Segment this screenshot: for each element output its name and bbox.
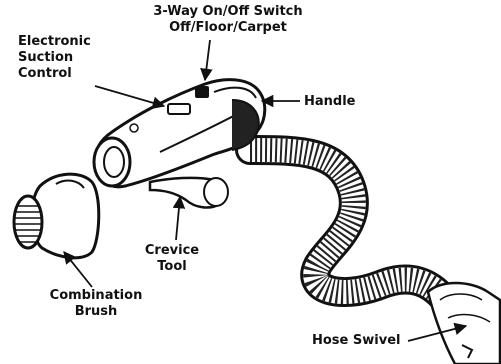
switch-label: 3-Way On/Off Switch Off/Floor/Carpet xyxy=(112,4,344,36)
brush-label-line1: Combination xyxy=(30,288,162,304)
suction-leader xyxy=(95,86,164,106)
handle-label: Handle xyxy=(304,94,356,110)
hose xyxy=(250,150,445,300)
brush-label-line2: Brush xyxy=(30,304,162,320)
switch-leader xyxy=(205,40,210,80)
suction-control-label: Electronic Suction Control xyxy=(18,34,91,82)
combination-brush xyxy=(14,174,99,258)
hose-swivel xyxy=(428,283,500,364)
crevice-label-line2: Tool xyxy=(132,259,212,275)
nozzle-opening xyxy=(94,138,130,186)
suction-label-line1: Electronic xyxy=(18,34,91,50)
switch-label-line2: Off/Floor/Carpet xyxy=(112,20,344,36)
suction-label-line2: Suction xyxy=(18,50,91,66)
crevice-leader xyxy=(176,197,180,240)
suction-label-line3: Control xyxy=(18,66,91,82)
combination-brush-label: Combination Brush xyxy=(30,288,162,320)
hose-swivel-label: Hose Swivel xyxy=(312,333,400,349)
switch-label-line1: 3-Way On/Off Switch xyxy=(112,4,344,20)
crevice-tool xyxy=(150,178,228,208)
crevice-label-line1: Crevice xyxy=(132,243,212,259)
crevice-tool-label: Crevice Tool xyxy=(132,243,212,275)
